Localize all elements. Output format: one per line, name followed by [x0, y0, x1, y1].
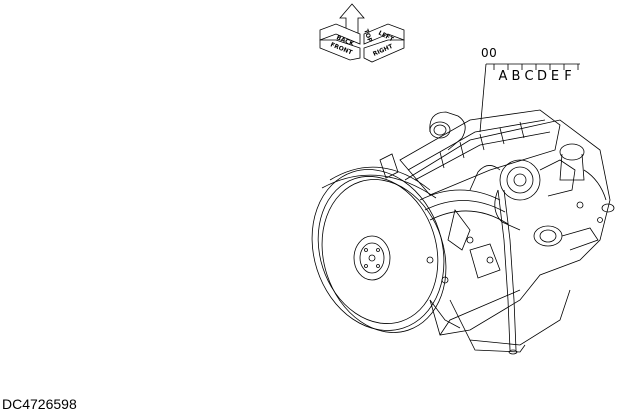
engine-illustration: [311, 109, 615, 355]
leader-line: [479, 63, 487, 133]
document-code: DC4726598: [2, 396, 77, 412]
orientation-label-top: TOP: [362, 28, 373, 44]
callout-letter: B: [511, 69, 522, 84]
callout-letter: E: [550, 69, 561, 84]
orientation-indicator: BACK TOP LEFT FRONT RIGHT: [319, 3, 405, 63]
callout-letter: A: [498, 69, 509, 84]
callout-bracket: [479, 63, 580, 133]
callout-number: 00: [481, 46, 498, 60]
callout-letter: C: [524, 69, 535, 84]
callout-letter: F: [564, 69, 573, 84]
callout-letter: D: [536, 69, 548, 84]
